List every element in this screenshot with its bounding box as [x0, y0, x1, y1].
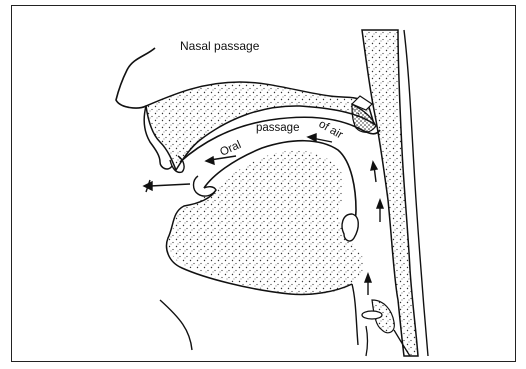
throat-front [160, 284, 358, 350]
face-profile [116, 48, 155, 108]
pharynx-wall [362, 30, 418, 356]
vocal-fold [362, 311, 382, 319]
epiglottis [342, 214, 358, 241]
passage-label: passage [256, 122, 299, 134]
nasal-passage-label: Nasal passage [180, 39, 260, 53]
lower-jaw-mass [169, 151, 367, 295]
oral-label: Oral [218, 139, 243, 159]
